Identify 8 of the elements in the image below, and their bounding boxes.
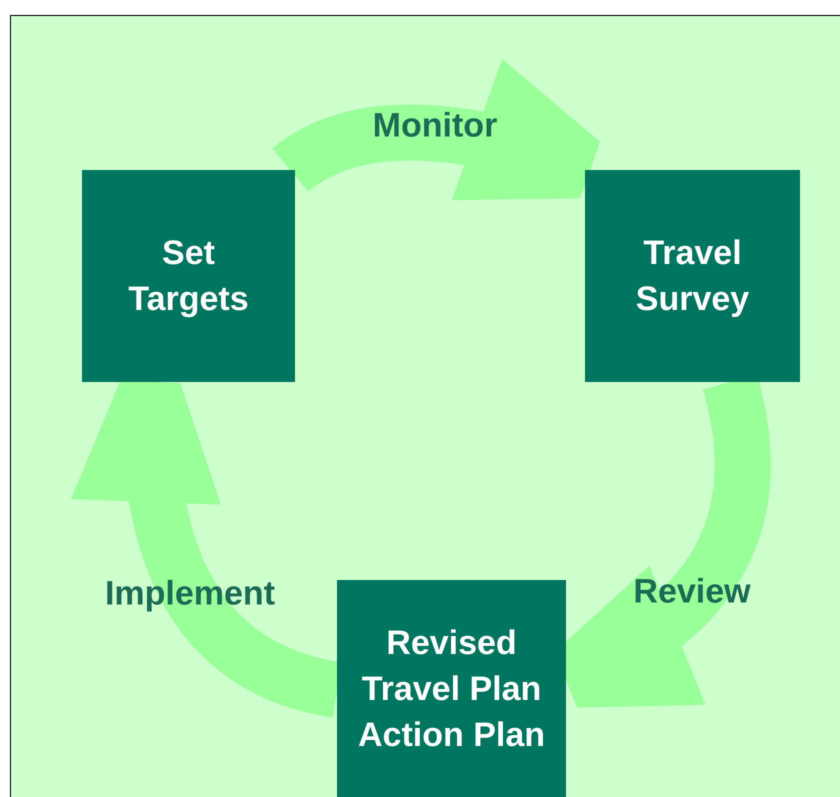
edge-label: Review: [633, 572, 751, 612]
step-box: [82, 170, 295, 382]
step-label: Set Targets: [127, 233, 250, 320]
step-label: Travel Survey: [634, 233, 750, 320]
edge-label: Monitor: [372, 106, 498, 146]
step-label: Revised Travel Plan Action Plan: [356, 622, 546, 756]
step-box: [585, 170, 800, 382]
step-box: [337, 580, 566, 797]
